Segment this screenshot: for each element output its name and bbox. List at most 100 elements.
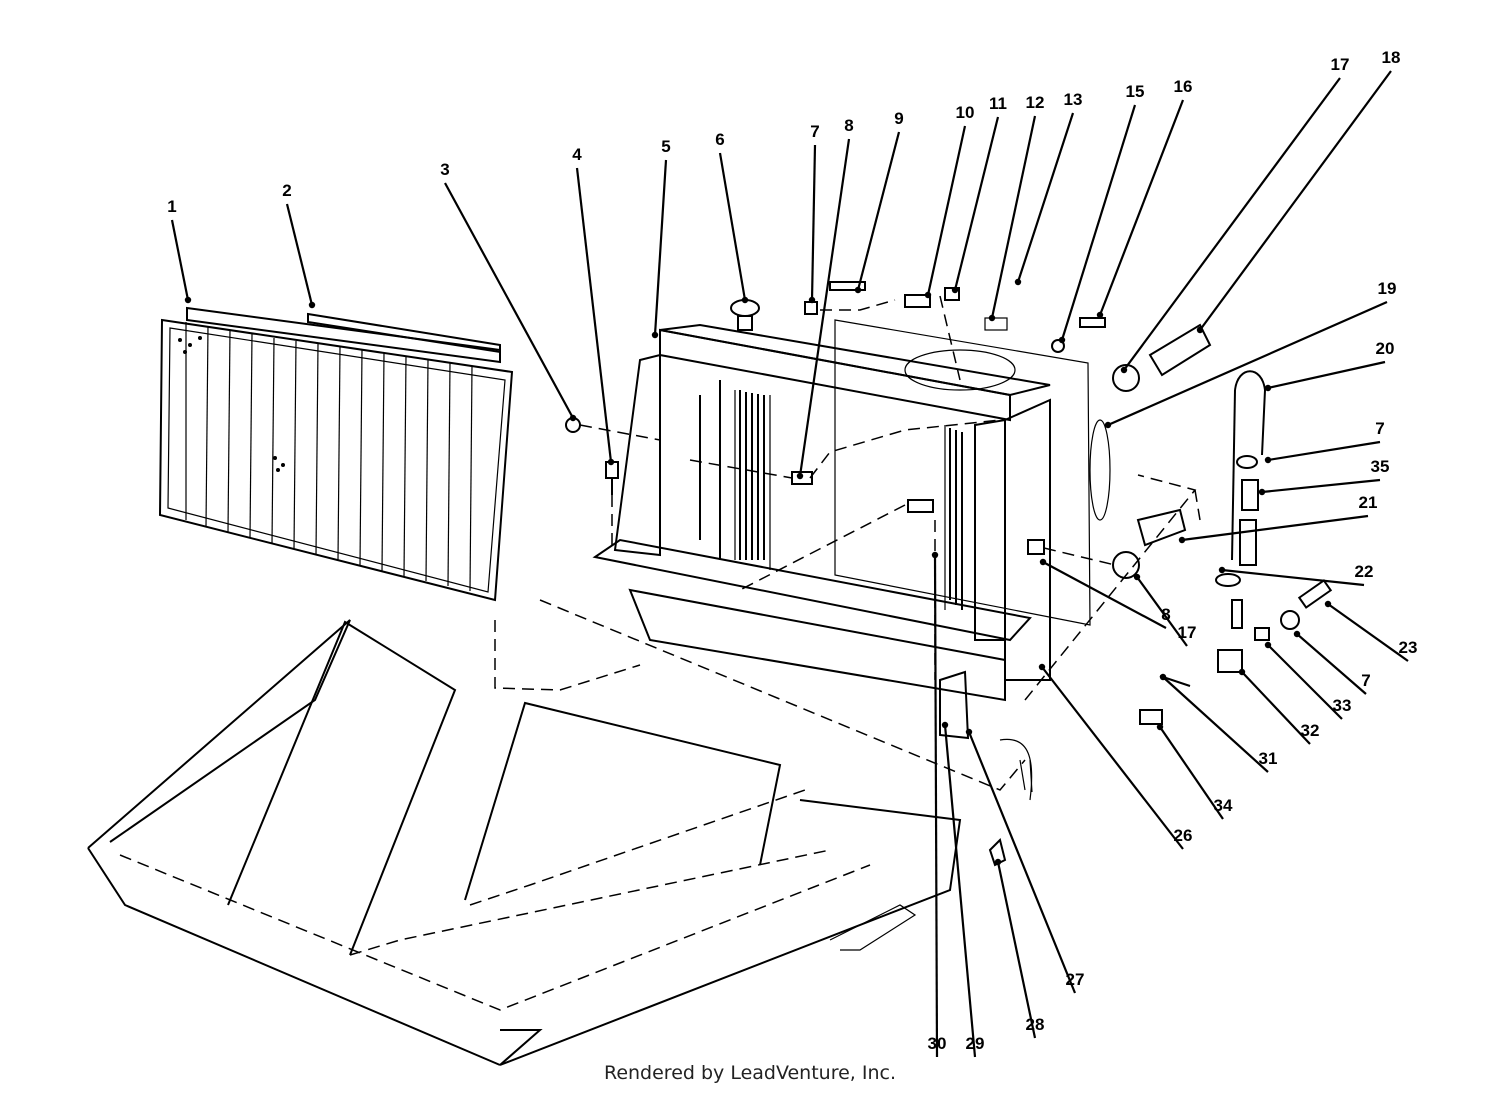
callout-number-p6: 6 [715,130,724,149]
callout-number-p10: 10 [956,103,975,122]
callout-number-p18: 18 [1382,48,1401,67]
radiator-frame [592,319,1111,740]
callout-number-p17b: 17 [1178,623,1197,642]
leader-dot-p32 [1238,668,1246,676]
callout-number-p27: 27 [1066,970,1085,989]
leader-dot-p28 [994,858,1002,866]
leader-dot-p9 [854,286,862,294]
callout-number-p35: 35 [1371,457,1390,476]
callout-number-p4: 4 [572,145,582,164]
callout-number-p34: 34 [1214,796,1233,815]
leader-line-p11 [953,116,1000,291]
leader-dot-p5 [651,331,659,339]
leader-line-p8b [1042,561,1167,629]
leader-line-p7c [1296,633,1367,695]
leader-line-p27 [967,731,1077,994]
callout-number-p8b: 8 [1161,605,1170,624]
leader-dot-p20 [1264,384,1272,392]
leader-line-p5 [653,159,668,336]
leader-dot-p2 [308,301,316,309]
leader-line-p29 [943,724,977,1058]
leader-line-p30 [933,554,939,1058]
leader-dot-p18 [1196,326,1204,334]
callout-number-p3: 3 [440,160,449,179]
leader-dot-p3 [569,414,577,422]
leader-line-p12 [990,115,1037,319]
leader-line-p2 [285,203,314,306]
leader-dot-p35 [1258,488,1266,496]
leader-line-p4 [575,167,613,463]
callout-number-p11: 11 [989,94,1007,113]
leader-dot-p15 [1058,336,1066,344]
leader-line-p21 [1181,514,1369,542]
callout-number-p23: 23 [1399,638,1418,657]
callout-number-p19: 19 [1378,279,1397,298]
grille-screen [158,318,514,602]
leader-line-p33 [1267,644,1343,720]
leader-line-p23 [1327,603,1409,662]
leader-dot-p7b [1264,456,1272,464]
small-parts [565,281,1333,867]
callout-number-p8a: 8 [844,116,853,135]
leader-line-p8a [798,138,851,477]
leader-line-p6 [718,152,747,301]
leader-line-p26 [1041,666,1184,850]
leader-dot-p30 [931,551,939,559]
callout-number-p7a: 7 [810,122,819,141]
leader-line-p3 [444,182,574,419]
leader-dot-p31 [1159,673,1167,681]
callout-number-p16: 16 [1174,77,1193,96]
leader-line-p1 [170,219,190,301]
leader-dot-p33 [1264,641,1272,649]
leader-line-p18 [1199,70,1392,331]
callout-number-p31: 31 [1259,749,1278,768]
leader-line-p32 [1241,671,1311,745]
leader-line-p28 [996,861,1037,1039]
leader-line-p22 [1221,568,1365,587]
leader-line-p7a [810,144,817,301]
callout-number-p15: 15 [1126,82,1145,101]
leader-dot-p21 [1178,536,1186,544]
leader-dot-p7a [808,296,816,304]
callout-number-p32: 32 [1301,721,1320,740]
leader-line-p15 [1060,104,1137,341]
leader-line-p17a [1123,77,1341,371]
callout-number-p21: 21 [1359,493,1378,512]
callout-number-p2: 2 [282,181,291,200]
callout-number-p30: 30 [928,1034,947,1053]
leader-dot-p17a [1120,366,1128,374]
callout-number-p29: 29 [966,1034,985,1053]
callout-number-p26: 26 [1174,826,1193,845]
callout-number-p13: 13 [1064,90,1083,109]
leader-dot-p29 [941,721,949,729]
callout-number-p12: 12 [1026,93,1045,112]
leader-line-p7b [1267,440,1381,462]
leader-dot-p22 [1218,566,1226,574]
leader-line-p20 [1267,360,1386,390]
callout-number-p28: 28 [1026,1015,1045,1034]
callout-number-p22: 22 [1355,562,1374,581]
leader-dot-p6 [741,296,749,304]
leader-dot-p12 [988,314,996,322]
leader-dot-p13 [1014,278,1022,286]
leader-line-p13 [1016,112,1075,283]
leader-dot-p27 [965,728,973,736]
radiator-core [739,390,963,610]
callout-number-p1: 1 [167,197,176,216]
callout-number-p17a: 17 [1331,55,1350,74]
leader-dot-p19 [1104,421,1112,429]
callout-number-p9: 9 [894,109,903,128]
callout-number-p5: 5 [661,137,670,156]
leader-dot-p23 [1324,600,1332,608]
leader-line-p34 [1159,726,1224,820]
leader-dot-p10 [924,291,932,299]
leader-line-p9 [856,131,901,291]
leader-dot-p1 [184,296,192,304]
leader-line-p10 [926,125,967,296]
leader-dot-p26 [1038,663,1046,671]
leader-dot-p17b [1133,573,1141,581]
leader-dot-p11 [951,286,959,294]
leader-line-p31 [1162,676,1269,773]
